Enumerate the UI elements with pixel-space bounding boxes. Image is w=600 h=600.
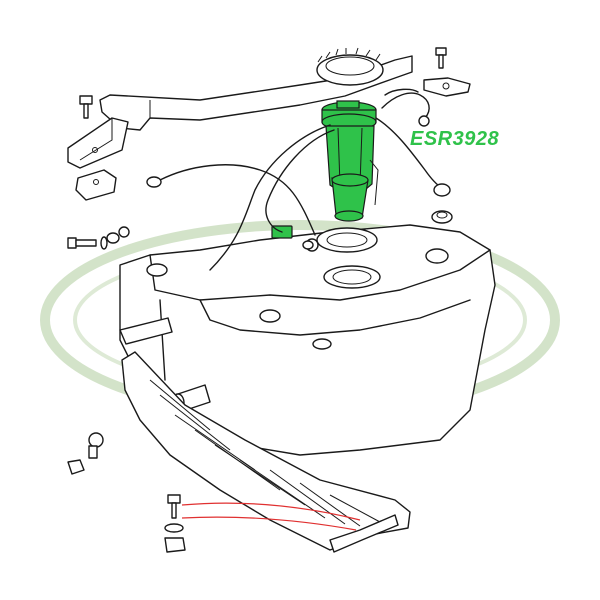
fasteners (67, 47, 447, 553)
mounting-strap (99, 55, 413, 131)
right-clip (423, 77, 471, 97)
locking-ring (316, 47, 384, 86)
grommets (146, 115, 453, 250)
fuel-pump-sender (321, 100, 379, 222)
callout-lines (181, 502, 361, 531)
tank-shield-plate (121, 351, 411, 553)
part-number-label: ESR3928 (410, 128, 500, 150)
left-bracket (67, 117, 129, 201)
